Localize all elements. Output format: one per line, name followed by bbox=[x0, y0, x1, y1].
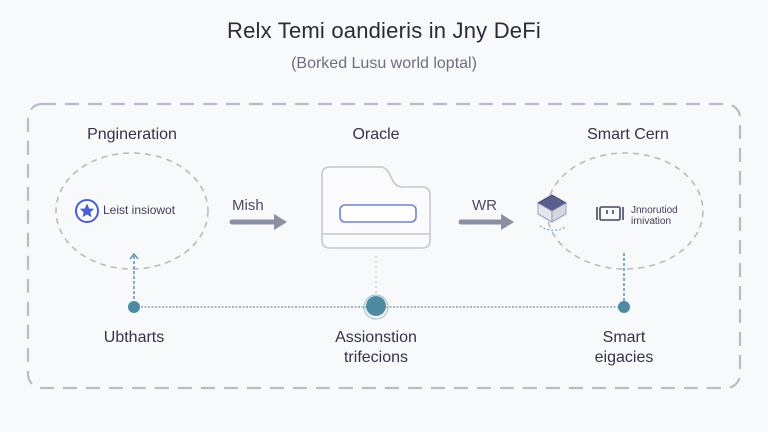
timeline-node-center-ring bbox=[363, 294, 389, 320]
chip-cube-icon bbox=[536, 194, 568, 231]
bottom-label-center-line1: Assionstion bbox=[335, 329, 417, 346]
page-title: Relx Temi oandieris in Jny DeFi bbox=[227, 18, 541, 43]
right-inner-label-line2: irnivation bbox=[631, 216, 672, 227]
timeline-node-right[interactable] bbox=[618, 301, 630, 313]
arrow-label-wr: WR bbox=[472, 197, 497, 214]
node-label-smart-cern: Smart Cern bbox=[587, 126, 669, 143]
bottom-label-right-line1: Smart bbox=[602, 329, 646, 346]
arrow-label-mish: Mish bbox=[232, 197, 264, 214]
outer-frame bbox=[26, 102, 742, 390]
right-node-ellipse bbox=[546, 152, 704, 270]
oracle-card-icon bbox=[321, 166, 431, 249]
node-label-oracle: Oracle bbox=[352, 126, 400, 143]
up-arrow-icon bbox=[129, 252, 139, 260]
connector-icon bbox=[596, 206, 624, 221]
arrow-right-icon bbox=[458, 214, 514, 230]
bottom-label-right-line2: eigacies bbox=[594, 349, 654, 366]
left-node-ellipse bbox=[55, 152, 209, 270]
bottom-label-center-line2: trifecions bbox=[343, 349, 409, 366]
left-inner-label: Leist insiowot bbox=[103, 203, 176, 217]
page-subtitle: (Borked Lusu world loptal) bbox=[291, 55, 477, 72]
timeline-node-center[interactable] bbox=[366, 296, 386, 316]
right-inner-label-line1: Jnnorutiod bbox=[631, 205, 678, 216]
bottom-label-left: Ubtharts bbox=[103, 329, 165, 346]
timeline-node-left[interactable] bbox=[128, 301, 140, 313]
node-label-pngineration: Pngineration bbox=[87, 126, 177, 143]
arrow-right-icon bbox=[229, 214, 287, 230]
star-badge-icon bbox=[75, 199, 99, 223]
